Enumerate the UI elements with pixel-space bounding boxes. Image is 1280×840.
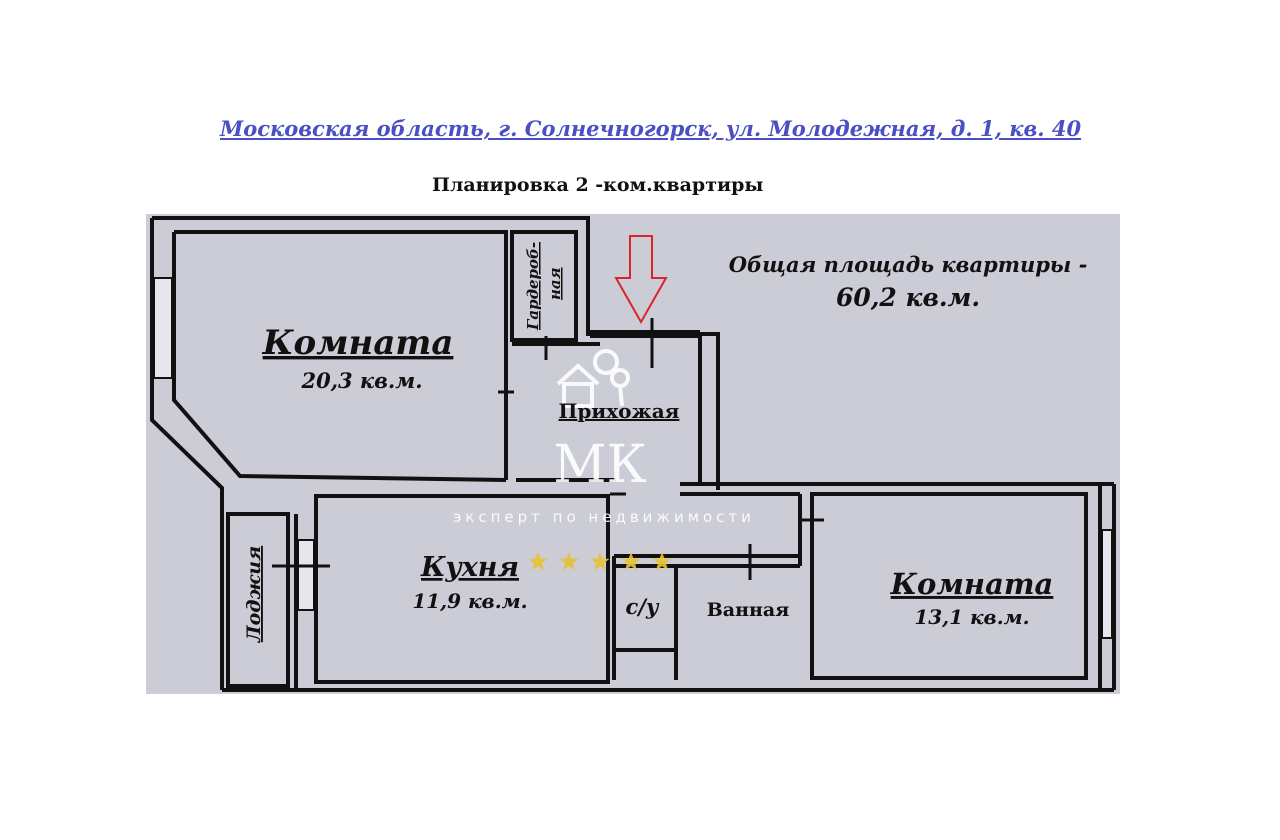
- star-icon: [528, 552, 548, 571]
- bathroom-name: Ванная: [707, 599, 790, 621]
- wardrobe-name-line1: Гардероб-: [524, 242, 542, 331]
- watermark-tagline: эксперт по недвижимости: [453, 508, 755, 526]
- room-large-name: Комната: [262, 323, 454, 363]
- watermark-logo: МК: [553, 435, 647, 495]
- walls: [150, 216, 1116, 692]
- rating-stars: [528, 552, 672, 571]
- total-area-value: 60,2 кв.м.: [836, 283, 980, 312]
- star-icon: [621, 552, 641, 571]
- address-link[interactable]: Московская область, г. Солнечногорск, ул…: [220, 116, 1082, 141]
- kitchen-name: Кухня: [420, 552, 519, 583]
- kitchen-area: 11,9 кв.м.: [412, 589, 527, 613]
- plan-subtitle: Планировка 2 -ком.квартиры: [432, 174, 764, 196]
- house-keys-icon: [556, 349, 630, 408]
- star-icon: [590, 552, 610, 571]
- room-large-area: 20,3 кв.м.: [300, 368, 422, 393]
- room-small-area: 13,1 кв.м.: [914, 605, 1029, 629]
- wardrobe-name-line2: ная: [546, 267, 564, 300]
- windows: [153, 277, 1113, 639]
- plan-background: [146, 214, 1120, 694]
- total-area-label: Общая площадь квартиры -: [729, 252, 1088, 277]
- hallway-name: Прихожая: [559, 399, 680, 423]
- wc-name: с/у: [625, 594, 659, 619]
- loggia-name: Лоджия: [243, 546, 265, 643]
- watermark: МК эксперт по недвижимости: [453, 349, 755, 571]
- star-icon: [652, 552, 672, 571]
- entrance-arrow-icon: [614, 235, 668, 325]
- room-small-name: Комната: [890, 567, 1054, 601]
- door-marks: [272, 318, 824, 580]
- star-icon: [559, 552, 579, 571]
